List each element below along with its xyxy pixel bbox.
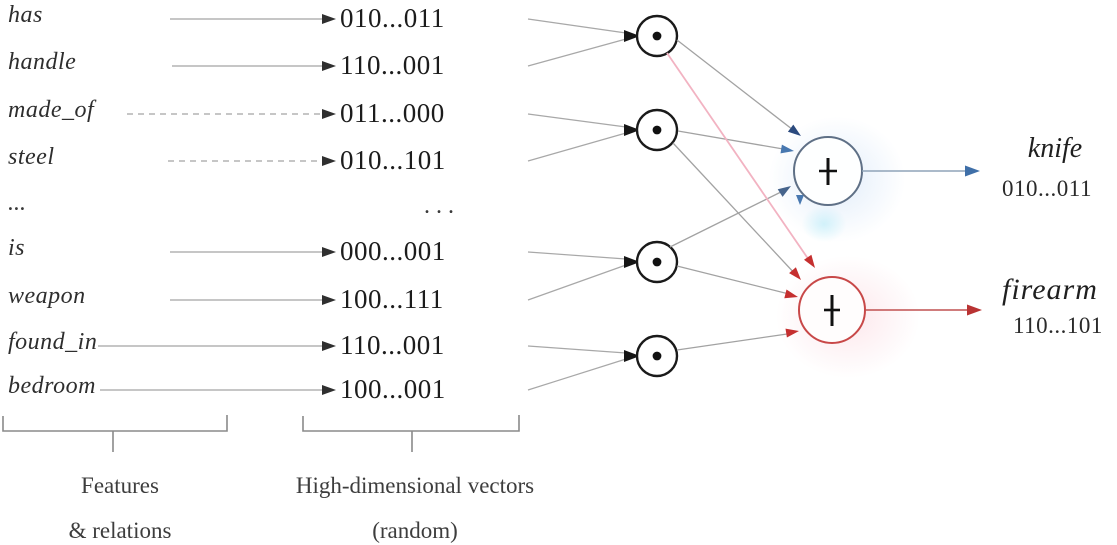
knife-output-arrowhead: [965, 165, 980, 177]
firearm-output-label: firearm: [1002, 273, 1098, 306]
feature-label-bedroom: bedroom: [8, 372, 96, 399]
edge-b3-knife: [669, 188, 788, 248]
edge-b1-firearm-pink: [666, 52, 812, 264]
blue-arrowhead-lower: [777, 186, 791, 197]
binding-input-arrowheads: [624, 30, 640, 362]
edge-b1-knife: [676, 39, 798, 134]
feature-label-weapon: weapon: [8, 282, 86, 309]
vector-value-weapon: 100...111: [340, 283, 444, 314]
binding-node-2: [635, 108, 679, 152]
vector-value-found-in: 110...001: [340, 329, 445, 360]
firearm-output-vector: 110...101: [1013, 313, 1103, 338]
bundle-node-knife: [793, 136, 863, 206]
vector-value-made-of: 011...000: [340, 97, 445, 128]
edge-b3-firearm: [676, 265, 794, 296]
feature-to-vector-arrows: [98, 18, 322, 391]
vector-to-binding-lines: [527, 18, 627, 391]
group-braces: [2, 415, 520, 452]
blue-arrowhead-left: [780, 144, 794, 154]
firearm-bundle-arrowheads: [784, 254, 815, 338]
edge-b2-firearm: [672, 142, 798, 277]
vectors-group-caption: High-dimensional vectors (random): [295, 473, 535, 543]
binding-to-bundle-lines: [666, 39, 812, 351]
feature-label-is: is: [8, 234, 26, 261]
vector-value-steel: 010...101: [340, 144, 446, 175]
vector-value-is: 000...001: [340, 235, 446, 266]
vectors-brace: [302, 415, 520, 452]
vector-value-has: 010...011: [340, 2, 445, 33]
features-brace: [2, 415, 228, 452]
feature-label-found-in: found_in: [8, 328, 98, 355]
knife-output-vector: 010...011: [1002, 176, 1092, 201]
vector-ellipsis: ...: [424, 193, 460, 219]
feature-to-vector-arrowheads: [322, 14, 336, 395]
binding-nodes: [635, 14, 679, 378]
vector-value-bedroom: 100...001: [340, 373, 446, 404]
knife-bundle-arrowheads: [777, 124, 804, 205]
output-arrows: [862, 165, 982, 316]
feature-label-made-of: made_of: [8, 96, 95, 123]
bundle-node-firearm: [798, 276, 866, 344]
edge-b4-firearm: [676, 332, 795, 351]
knife-output-label: knife: [1027, 133, 1083, 164]
vector-value-handle: 110...001: [340, 49, 445, 80]
feature-label-steel: steel: [8, 143, 55, 170]
blue-arrowhead-down: [796, 195, 804, 205]
feature-label-has: has: [8, 1, 43, 28]
binding-node-3: [635, 240, 679, 284]
features-group-caption: Features & relations: [68, 473, 172, 543]
feature-ellipsis: ...: [8, 190, 26, 216]
binding-node-1: [635, 14, 679, 58]
navy-arrowhead: [787, 124, 801, 136]
binding-node-4: [635, 334, 679, 378]
feature-label-handle: handle: [8, 48, 77, 75]
edge-b2-knife: [677, 130, 790, 151]
firearm-output-arrowhead: [967, 304, 982, 316]
